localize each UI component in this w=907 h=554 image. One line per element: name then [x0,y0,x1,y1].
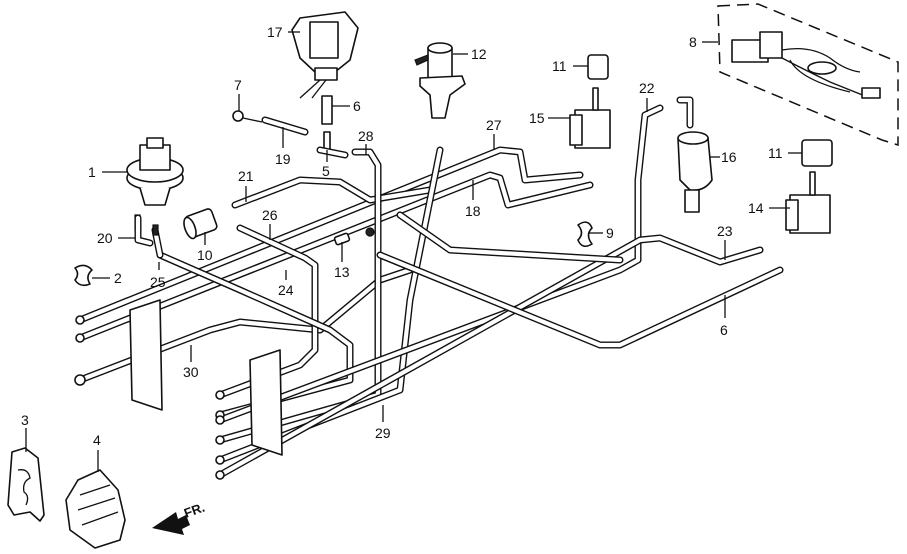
callout-10: 10 [197,247,213,263]
callout-1: 1 [88,164,96,180]
bundle-ends-right [215,390,225,480]
bundle-ends-left [74,315,86,386]
vacuum-control-unit [291,11,359,99]
tube-clamp-9 [577,221,593,248]
solenoid-valve [414,42,466,119]
wire-harness-kit [717,3,899,147]
callout-6-long: 6 [720,322,728,338]
callout-16: 16 [721,149,737,165]
callout-20: 20 [97,230,113,246]
callout-13: 13 [334,264,350,280]
callout-21: 21 [238,168,254,184]
callout-29: 29 [375,425,391,441]
callout-4: 4 [93,432,101,448]
callout-12: 12 [471,46,487,62]
callout-26: 26 [262,207,278,223]
callout-22: 22 [639,80,655,96]
tube-21 [231,176,434,209]
tube-network [76,104,784,479]
callout-2: 2 [114,270,122,286]
callout-23: 23 [717,223,733,239]
front-arrow-icon [152,512,190,535]
callout-7: 7 [234,77,242,93]
bundle-plate-right [249,349,283,456]
callout-15: 15 [529,110,545,126]
callout-3: 3 [21,412,29,428]
bolt [232,110,263,123]
tube-27 [76,146,584,324]
tube-holder-4 [65,469,126,549]
tube-30 [76,266,414,384]
callouts: 1 2 3 4 5 6 6 7 8 9 10 11 11 [21,24,802,472]
tube-23 [216,234,764,479]
callout-19: 19 [275,151,291,167]
callout-18: 18 [465,203,481,219]
tube-clamp-2 [74,264,93,287]
tube-18 [76,171,594,342]
control-solenoid-b [785,171,831,234]
check-valve [333,227,375,246]
tube-26 [216,224,319,399]
callout-6-short: 6 [353,98,361,114]
front-direction-indicator: FR. [152,500,207,535]
callout-11b: 11 [768,145,783,161]
callout-5: 5 [322,163,330,179]
inline-filter [183,208,218,240]
connector-cap-11a [587,54,609,80]
callout-9: 9 [606,225,614,241]
callout-14: 14 [748,200,764,216]
hose-20 [134,214,154,247]
bundle-plate-left [129,299,163,411]
callout-27: 27 [486,117,502,133]
hose-joint-5 [316,131,349,159]
hose-6-short [321,95,333,125]
tube-loop-9 [396,211,624,264]
charcoal-canister-filter [676,96,713,213]
tube-6-long [376,251,784,349]
connector-cap-11b [801,139,833,167]
callout-28: 28 [358,128,374,144]
control-solenoid-a [569,87,611,149]
callout-8: 8 [689,34,697,50]
tube-holder-3 [7,447,45,522]
hose-19 [261,116,309,136]
tube-24 [156,251,354,419]
tube-28 [216,148,382,444]
front-label: FR. [182,500,207,521]
callout-17: 17 [267,24,283,40]
tube-22 [216,104,664,424]
callout-30: 30 [183,364,199,380]
callout-25: 25 [150,274,166,290]
callout-11a: 11 [552,58,567,74]
callout-24: 24 [278,282,294,298]
